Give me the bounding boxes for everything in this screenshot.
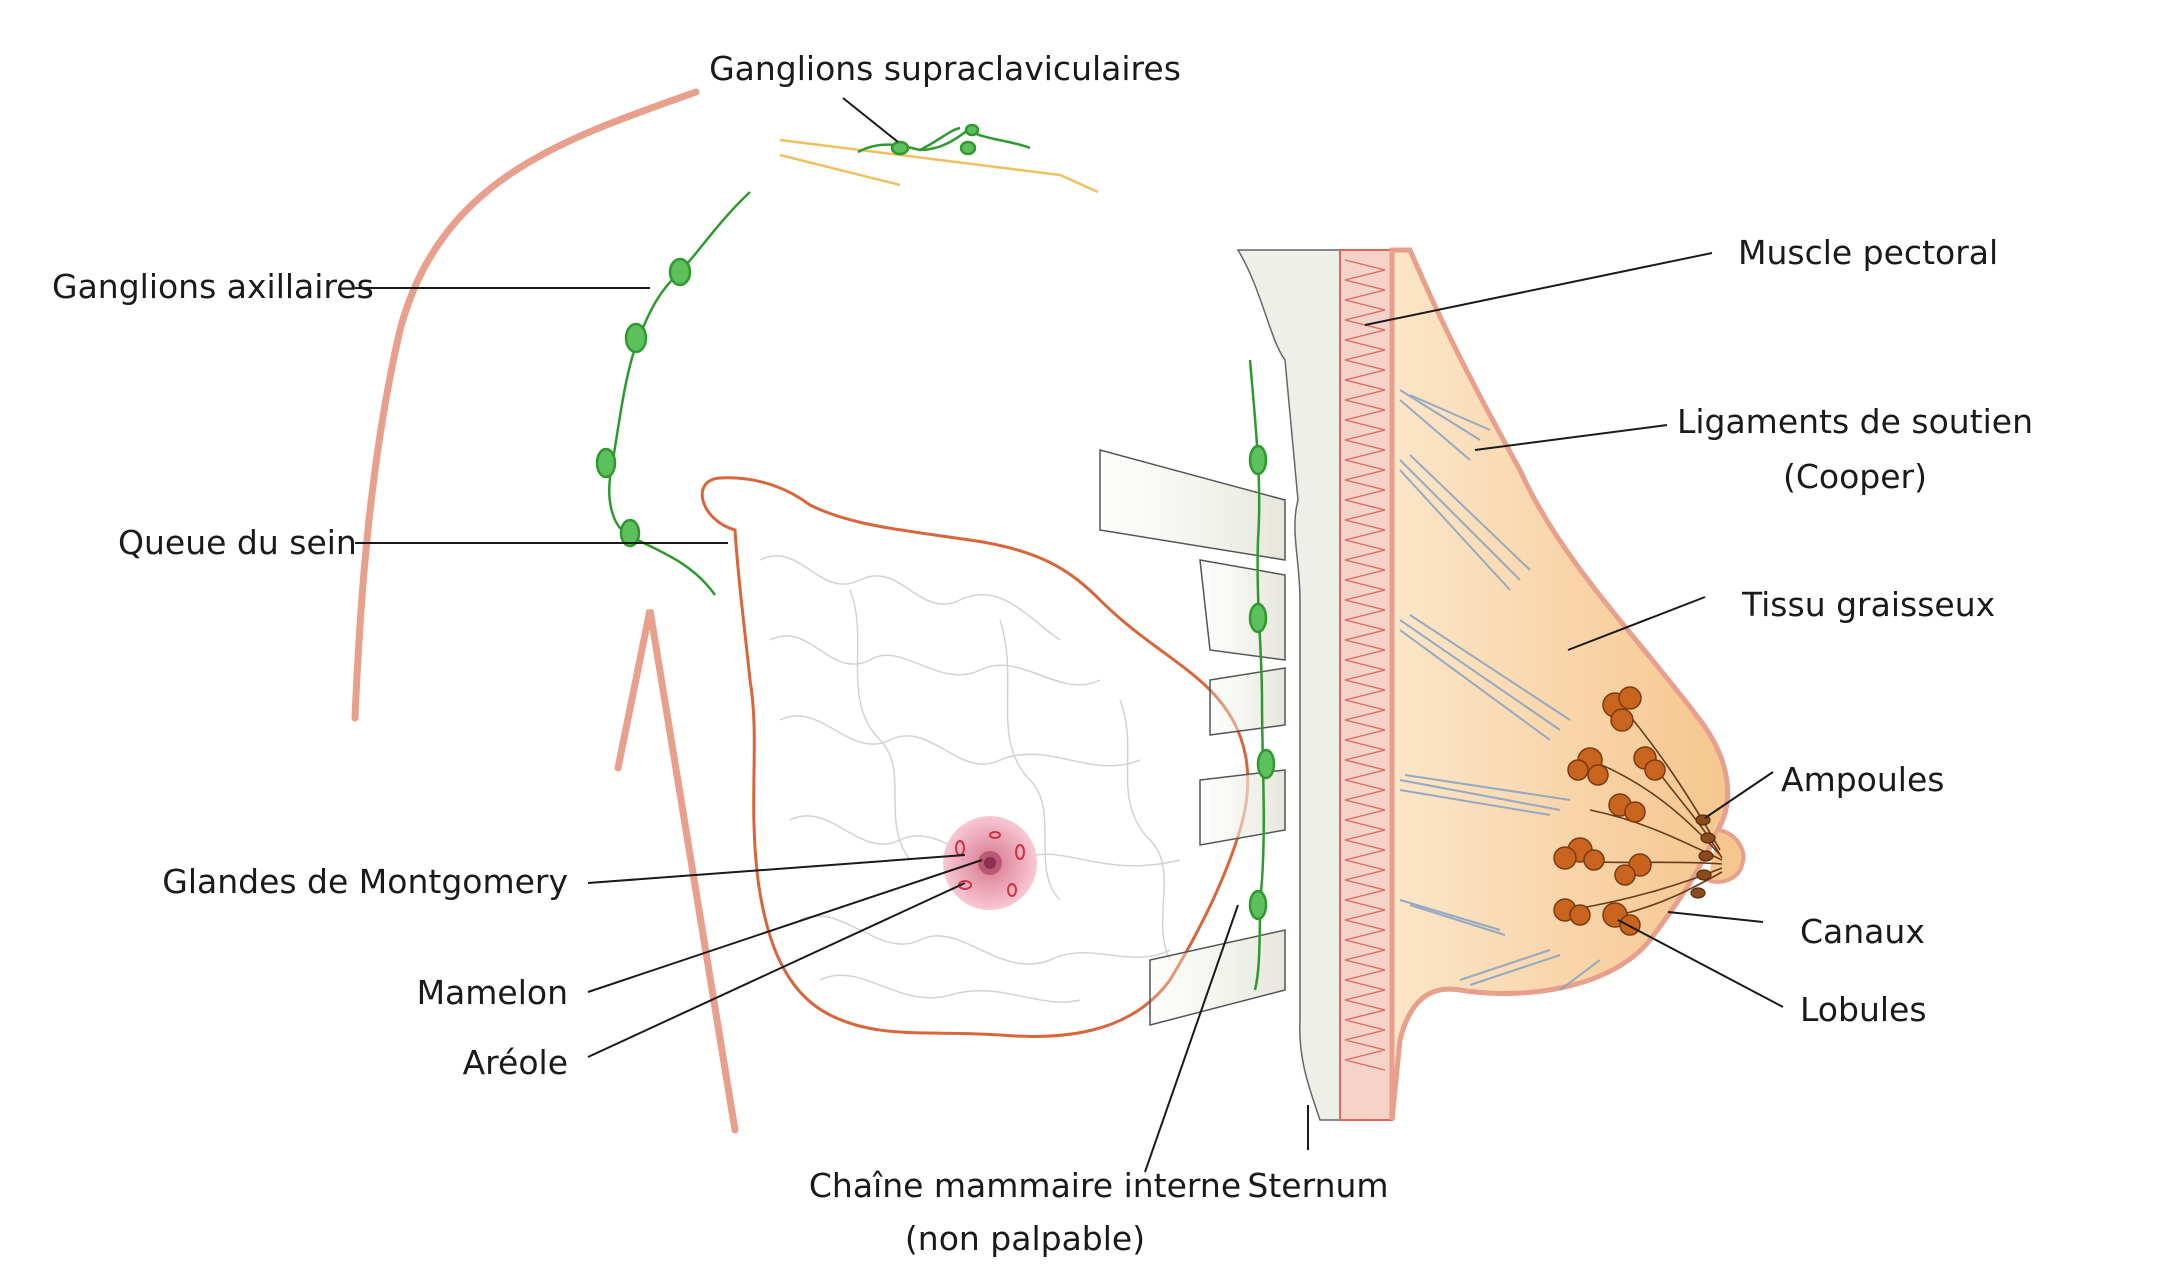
label-montgomery: Glandes de Montgomery (162, 862, 568, 901)
label-internal-chain-1: Chaîne mammaire interne (809, 1166, 1241, 1205)
label-supraclavicular: Ganglions supraclaviculaires (709, 49, 1181, 88)
label-cooper-1: Ligaments de soutien (1677, 402, 2033, 441)
nipple (978, 851, 1002, 875)
breast-outline (700, 476, 1250, 1038)
glandular-texture (759, 555, 1181, 1003)
label-sternum: Sternum (1247, 1166, 1388, 1205)
clavicle (779, 138, 1099, 194)
label-pectoral: Muscle pectoral (1738, 233, 1998, 272)
lobules (1553, 686, 1666, 936)
front-view (351, 88, 1250, 1134)
label-nipple: Mamelon (417, 973, 568, 1012)
label-lobules: Lobules (1800, 990, 1927, 1029)
leader-lines (355, 97, 1784, 1173)
cooper-ligaments (1399, 389, 1601, 991)
arm-outline (614, 609, 739, 1134)
label-axillary: Ganglions axillaires (52, 267, 374, 306)
sagittal-view (1099, 247, 1746, 1121)
breast-profile (1389, 247, 1731, 1121)
shoulder-outline (351, 88, 700, 722)
labels: Ganglions supraclaviculaires Ganglions a… (52, 49, 2033, 1258)
sternum (1236, 249, 1349, 1121)
label-ampullae: Ampoules (1781, 760, 1944, 799)
axillary-nodes (595, 191, 751, 596)
internal-mammary-nodes (1248, 359, 1276, 991)
pectoral-muscle (1339, 249, 1393, 1121)
supraclavicular-nodes (857, 123, 1031, 156)
label-cooper-2: (Cooper) (1783, 457, 1927, 496)
label-fat: Tissu graisseux (1741, 585, 1995, 624)
label-ducts: Canaux (1800, 912, 1925, 951)
label-tail: Queue du sein (118, 523, 357, 562)
label-internal-chain-2: (non palpable) (905, 1219, 1145, 1258)
label-areola: Aréole (463, 1043, 568, 1082)
